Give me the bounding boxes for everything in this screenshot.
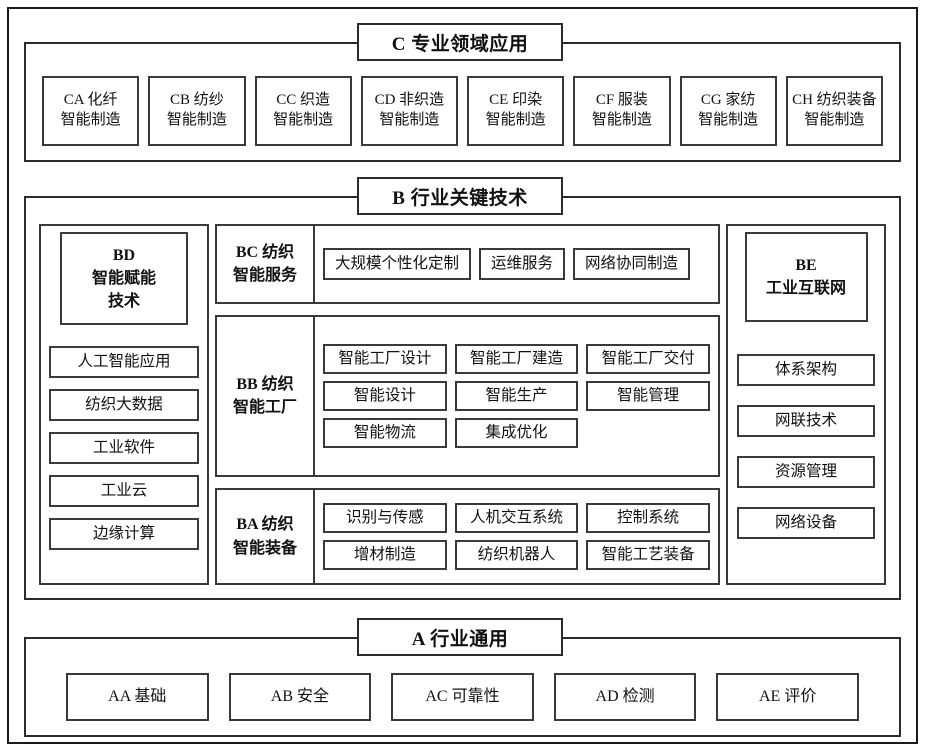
layer-b-middle-column: BC 纺织 智能服务 大规模个性化定制 运维服务 网络协同制造 BB 纺织 智能… [215, 224, 720, 585]
layer-a-item-aa[interactable]: AA 基础 [66, 673, 209, 721]
bb-item-2[interactable]: 智能工厂交付 [586, 344, 710, 375]
layer-c-item-ce-line1: CE 印染 [489, 92, 543, 109]
bb-item-5[interactable]: 智能管理 [586, 381, 710, 412]
bb-label-line2: 智能工厂 [232, 399, 297, 417]
layer-c-item-ce-line2: 智能制造 [485, 112, 546, 128]
bd-item-1[interactable]: 纺织大数据 [49, 389, 199, 421]
bb-group: BB 纺织 智能工厂 智能工厂设计 智能工厂建造 智能工厂交付 智能设计 智能生… [215, 315, 720, 478]
be-column: BE 工业互联网 体系架构 网联技术 资源管理 网络设备 [726, 224, 886, 585]
ba-item-4[interactable]: 纺织机器人 [454, 540, 579, 571]
layer-c-item-cb-line1: CB 纺纱 [169, 92, 224, 109]
bb-item-6[interactable]: 智能物流 [323, 418, 447, 449]
bc-item-2[interactable]: 网络协同制造 [573, 248, 691, 281]
bb-item-1[interactable]: 智能工厂建造 [454, 344, 579, 375]
bb-label-line1: BB 纺织 [236, 375, 294, 393]
layer-c-item-cd-line2: 智能制造 [379, 112, 440, 128]
ba-label-line1: BA 纺织 [236, 516, 294, 534]
be-item-2[interactable]: 资源管理 [737, 456, 875, 488]
bc-item-1[interactable]: 运维服务 [479, 248, 566, 281]
ba-label-line2: 智能装备 [232, 539, 297, 557]
layer-c-item-cb[interactable]: CB 纺纱 智能制造 [148, 76, 246, 146]
layer-a-item-list: AA 基础 AB 安全 AC 可靠性 AD 检测 AE 评价 [66, 673, 859, 721]
layer-b-columns: BD 智能赋能 技术 人工智能应用 纺织大数据 工业软件 工业云 边缘计算 BC… [39, 224, 886, 585]
layer-c-item-cd-line1: CD 非织造 [374, 92, 445, 109]
bd-item-list: 人工智能应用 纺织大数据 工业软件 工业云 边缘计算 [49, 346, 199, 550]
ba-item-list: 识别与传感 人机交互系统 控制系统 增材制造 纺织机器人 智能工艺装备 [315, 490, 718, 583]
bb-item-4[interactable]: 智能生产 [454, 381, 579, 412]
bd-item-3[interactable]: 工业云 [49, 475, 199, 507]
layer-c-item-cf[interactable]: CF 服装 智能制造 [573, 76, 671, 146]
bd-header[interactable]: BD 智能赋能 技术 [60, 232, 188, 325]
bb-item-list: 智能工厂设计 智能工厂建造 智能工厂交付 智能设计 智能生产 智能管理 智能物流… [315, 317, 718, 475]
layer-b-title: B 行业关键技术 [357, 177, 563, 215]
ba-item-0[interactable]: 识别与传感 [323, 503, 447, 534]
bd-item-2[interactable]: 工业软件 [49, 432, 199, 464]
be-header-line1: BE [795, 256, 817, 274]
ba-item-5[interactable]: 智能工艺装备 [586, 540, 710, 571]
be-item-3[interactable]: 网络设备 [737, 507, 875, 539]
layer-c-item-cg-line1: CG 家纺 [700, 92, 756, 109]
layer-c-item-ca-line1: CA 化纤 [63, 92, 118, 109]
bc-item-list: 大规模个性化定制 运维服务 网络协同制造 [315, 226, 718, 302]
bc-item-0[interactable]: 大规模个性化定制 [323, 248, 472, 281]
be-item-1[interactable]: 网联技术 [737, 405, 875, 437]
bd-header-line1: BD [112, 246, 136, 264]
layer-c-item-cc[interactable]: CC 织造 智能制造 [254, 76, 352, 146]
layer-c-item-ch[interactable]: CH 纺织装备 智能制造 [785, 76, 883, 146]
bb-item-7[interactable]: 集成优化 [454, 418, 579, 449]
bb-label[interactable]: BB 纺织 智能工厂 [217, 317, 315, 476]
bc-label[interactable]: BC 纺织 智能服务 [217, 226, 315, 303]
layer-c-item-cf-line2: 智能制造 [591, 112, 652, 128]
layer-c-item-ce[interactable]: CE 印染 智能制造 [467, 76, 565, 146]
layer-c-item-cc-line2: 智能制造 [273, 112, 334, 128]
layer-c-item-cb-line2: 智能制造 [166, 112, 227, 128]
layer-c-item-cg-line2: 智能制造 [698, 112, 759, 128]
ba-item-3[interactable]: 增材制造 [323, 540, 447, 571]
be-header-line2: 工业互联网 [765, 280, 846, 297]
layer-a-item-ad[interactable]: AD 检测 [553, 673, 697, 721]
layer-c-item-cf-line1: CF 服装 [595, 92, 648, 109]
bd-column: BD 智能赋能 技术 人工智能应用 纺织大数据 工业软件 工业云 边缘计算 [39, 224, 209, 585]
layer-a-title: A 行业通用 [357, 618, 563, 656]
layer-c-item-cg[interactable]: CG 家纺 智能制造 [679, 76, 777, 146]
bd-item-0[interactable]: 人工智能应用 [49, 346, 199, 378]
ba-item-1[interactable]: 人机交互系统 [454, 503, 579, 534]
layer-c-item-ch-line1: CH 纺织装备 [792, 92, 877, 109]
layer-c-item-list: CA 化纤 智能制造 CB 纺纱 智能制造 CC 织造 智能制造 CD 非织造 … [42, 76, 883, 146]
bc-label-line2: 智能服务 [232, 267, 297, 285]
bd-header-line2: 智能赋能 [91, 269, 156, 287]
outer-frame [7, 7, 918, 744]
layer-c-item-ca-line2: 智能制造 [60, 112, 121, 128]
layer-c-title: C 专业领域应用 [357, 23, 563, 61]
layer-a-item-ae[interactable]: AE 评价 [716, 673, 859, 721]
layer-c-panel: CA 化纤 智能制造 CB 纺纱 智能制造 CC 织造 智能制造 CD 非织造 … [24, 42, 901, 162]
bc-group: BC 纺织 智能服务 大规模个性化定制 运维服务 网络协同制造 [215, 224, 720, 305]
bb-item-0[interactable]: 智能工厂设计 [323, 344, 447, 375]
ba-label[interactable]: BA 纺织 智能装备 [217, 490, 315, 583]
bb-item-3[interactable]: 智能设计 [323, 381, 447, 412]
be-item-0[interactable]: 体系架构 [737, 354, 875, 386]
bd-item-4[interactable]: 边缘计算 [49, 518, 199, 550]
be-header[interactable]: BE 工业互联网 [744, 232, 868, 322]
ba-group: BA 纺织 智能装备 识别与传感 人机交互系统 控制系统 增材制造 纺织机器人 … [215, 488, 720, 585]
layer-a-item-ab[interactable]: AB 安全 [228, 673, 372, 721]
ba-item-2[interactable]: 控制系统 [586, 503, 710, 534]
layer-a-item-ac[interactable]: AC 可靠性 [391, 673, 534, 721]
layer-c-item-cc-line1: CC 织造 [276, 92, 330, 109]
layer-c-item-ca[interactable]: CA 化纤 智能制造 [42, 76, 140, 146]
bc-label-line1: BC 纺织 [235, 243, 295, 261]
bd-header-line3: 技术 [107, 293, 140, 311]
be-item-list: 体系架构 网联技术 资源管理 网络设备 [737, 354, 875, 539]
layer-c-item-ch-line2: 智能制造 [804, 112, 865, 128]
layer-b-panel: BD 智能赋能 技术 人工智能应用 纺织大数据 工业软件 工业云 边缘计算 BC… [24, 196, 901, 600]
layer-c-item-cd[interactable]: CD 非织造 智能制造 [360, 76, 458, 146]
